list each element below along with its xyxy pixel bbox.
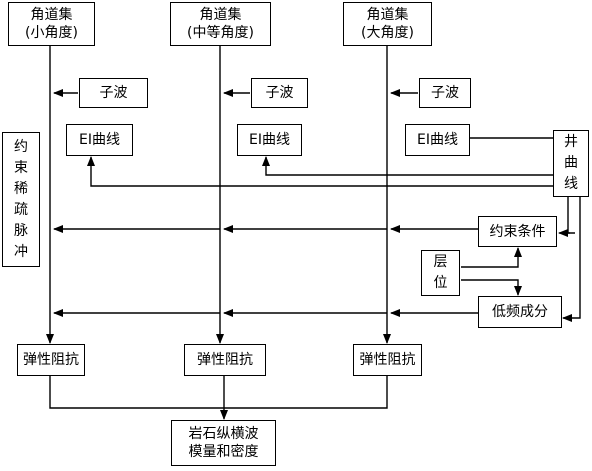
result-moduli-density-box: 岩石纵横波 模量和密度 xyxy=(171,420,276,466)
horizon-to-lowfreq xyxy=(461,279,522,296)
angle-gather-medium: 角道集 (中等角度) xyxy=(170,2,271,46)
well-to-ei-2 xyxy=(262,156,553,176)
constrained-sparse-pulse-box: 约 束 稀 疏 脉 冲 xyxy=(2,132,40,267)
wavelet-box-large: 子波 xyxy=(419,78,471,108)
horizon-box: 层 位 xyxy=(421,250,460,296)
ei-curve-box-large: EI曲线 xyxy=(405,124,470,156)
angle-gather-large: 角道集 (大角度) xyxy=(343,2,432,46)
impedance-merge-line xyxy=(49,376,388,409)
elastic-impedance-box-large: 弹性阻抗 xyxy=(353,344,422,376)
elastic-impedance-box-medium: 弹性阻抗 xyxy=(184,344,266,376)
constraint-conditions-box: 约束条件 xyxy=(478,216,557,247)
wavelet-box-medium: 子波 xyxy=(251,78,308,108)
low-frequency-box: 低频成分 xyxy=(478,296,562,328)
elastic-impedance-box-small: 弹性阻抗 xyxy=(17,344,85,376)
wavelet-box-small: 子波 xyxy=(79,78,148,108)
well-curve-box: 井 曲 线 xyxy=(553,130,589,197)
well-to-ei-1 xyxy=(87,156,553,187)
angle-gather-small: 角道集 (小角度) xyxy=(8,2,95,46)
ei-curve-box-medium: EI曲线 xyxy=(237,124,302,156)
well-to-constraint xyxy=(567,197,575,234)
horizon-to-constraint xyxy=(461,247,522,268)
well-to-lowfreq xyxy=(562,197,581,322)
ei-curve-box-small: EI曲线 xyxy=(66,124,133,156)
